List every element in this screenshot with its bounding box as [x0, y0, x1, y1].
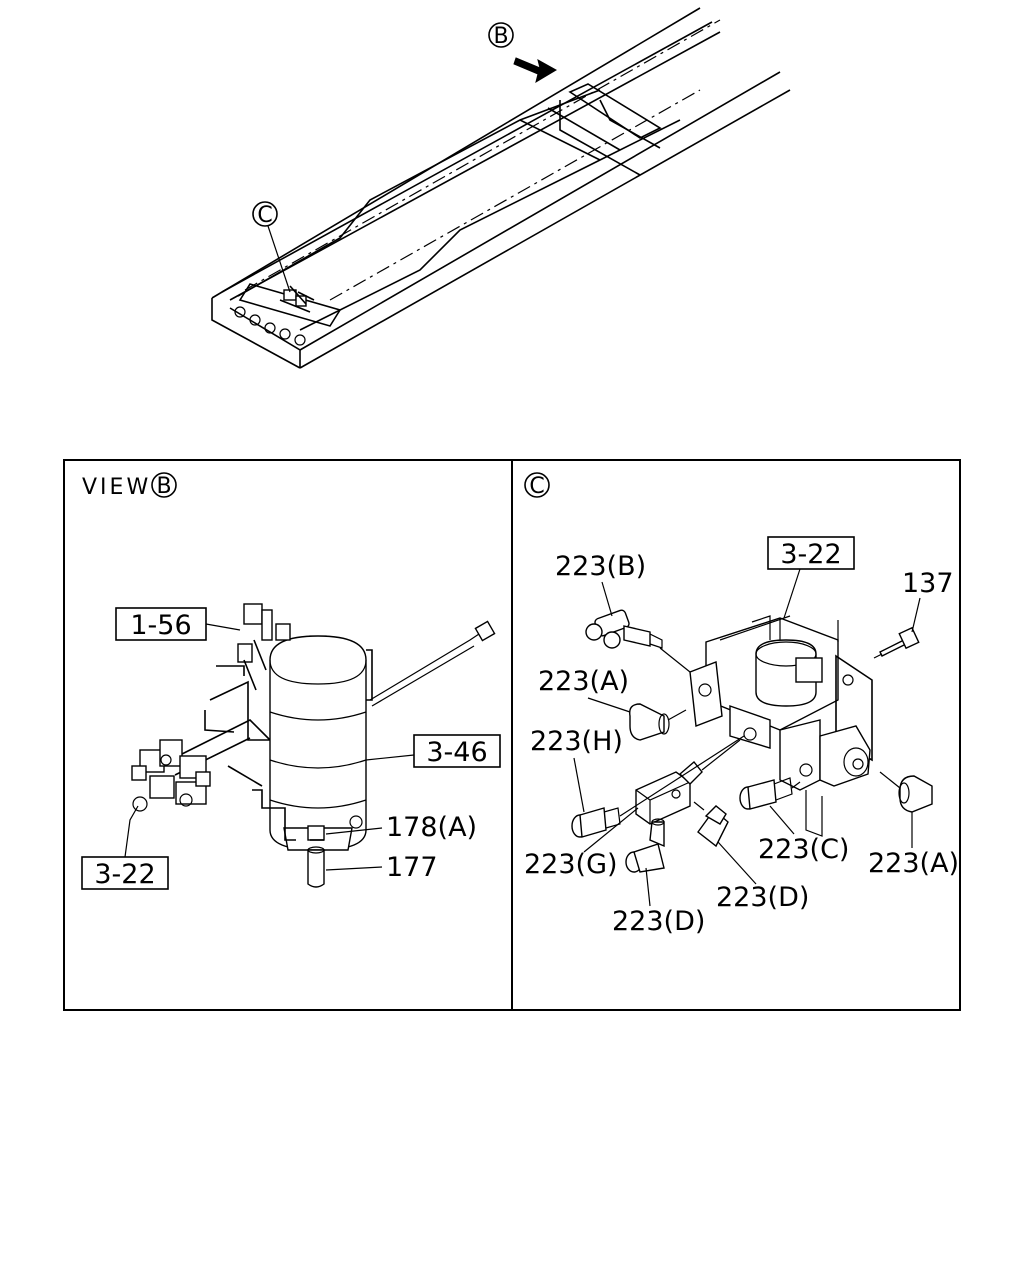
governor-valve: [237, 603, 496, 707]
view-b-panel: VIEW B: [81, 472, 501, 890]
view-c-panel: C: [524, 472, 959, 937]
view-b-title: VIEW: [82, 475, 151, 500]
callout-b-text: B: [493, 24, 508, 49]
fitting-223a-right: [879, 771, 933, 813]
ref-box-3-46: [413, 734, 501, 768]
detail-frame: [63, 459, 961, 1011]
fitting-223c: [739, 777, 793, 810]
drain-valve: [307, 825, 325, 841]
part-223a-right: 223(A): [868, 848, 959, 879]
part-223h: 223(H): [530, 726, 623, 757]
fitting-223g-block: [635, 760, 703, 825]
ref-3-22-right: 3-22: [780, 539, 841, 570]
part-177: 177: [386, 852, 438, 883]
ref-1-56: 1-56: [130, 610, 191, 641]
part-178a: 178(A): [386, 812, 477, 843]
part-223d-left: 223(D): [612, 906, 705, 937]
part-137: 137: [902, 568, 954, 599]
fitting-223d-left: [625, 818, 665, 873]
callout-c-text: C: [257, 203, 272, 228]
part-223d-mid: 223(D): [716, 882, 809, 913]
callout-c-overview: C: [252, 201, 291, 293]
fitting-223b: [585, 609, 663, 649]
air-dryer-tank: [252, 635, 373, 851]
fitting-223d-mid: [693, 801, 729, 848]
valve-cluster-3-22: [131, 739, 211, 812]
callout-b-overview: B: [488, 22, 514, 49]
fitting-223h: [571, 807, 621, 838]
part-223g: 223(G): [524, 849, 618, 880]
bolt-137: [873, 626, 920, 659]
view-b-arrow: [513, 57, 557, 84]
relay-valve-body: [689, 615, 873, 837]
fitting-223a-left: [629, 703, 687, 741]
part-223c: 223(C): [758, 834, 849, 865]
drain-tube: [307, 846, 325, 888]
ref-3-46: 3-46: [426, 737, 487, 768]
ref-3-22-left: 3-22: [94, 859, 155, 890]
ref-box-3-22-left: [81, 856, 169, 890]
view-c-callout: C: [529, 474, 544, 499]
part-223a-left: 223(A): [538, 666, 629, 697]
chassis-frame-overview: [211, 7, 791, 369]
part-223b: 223(B): [555, 551, 646, 582]
ref-box-3-22-right: [767, 536, 855, 570]
view-b-callout: B: [156, 474, 171, 499]
